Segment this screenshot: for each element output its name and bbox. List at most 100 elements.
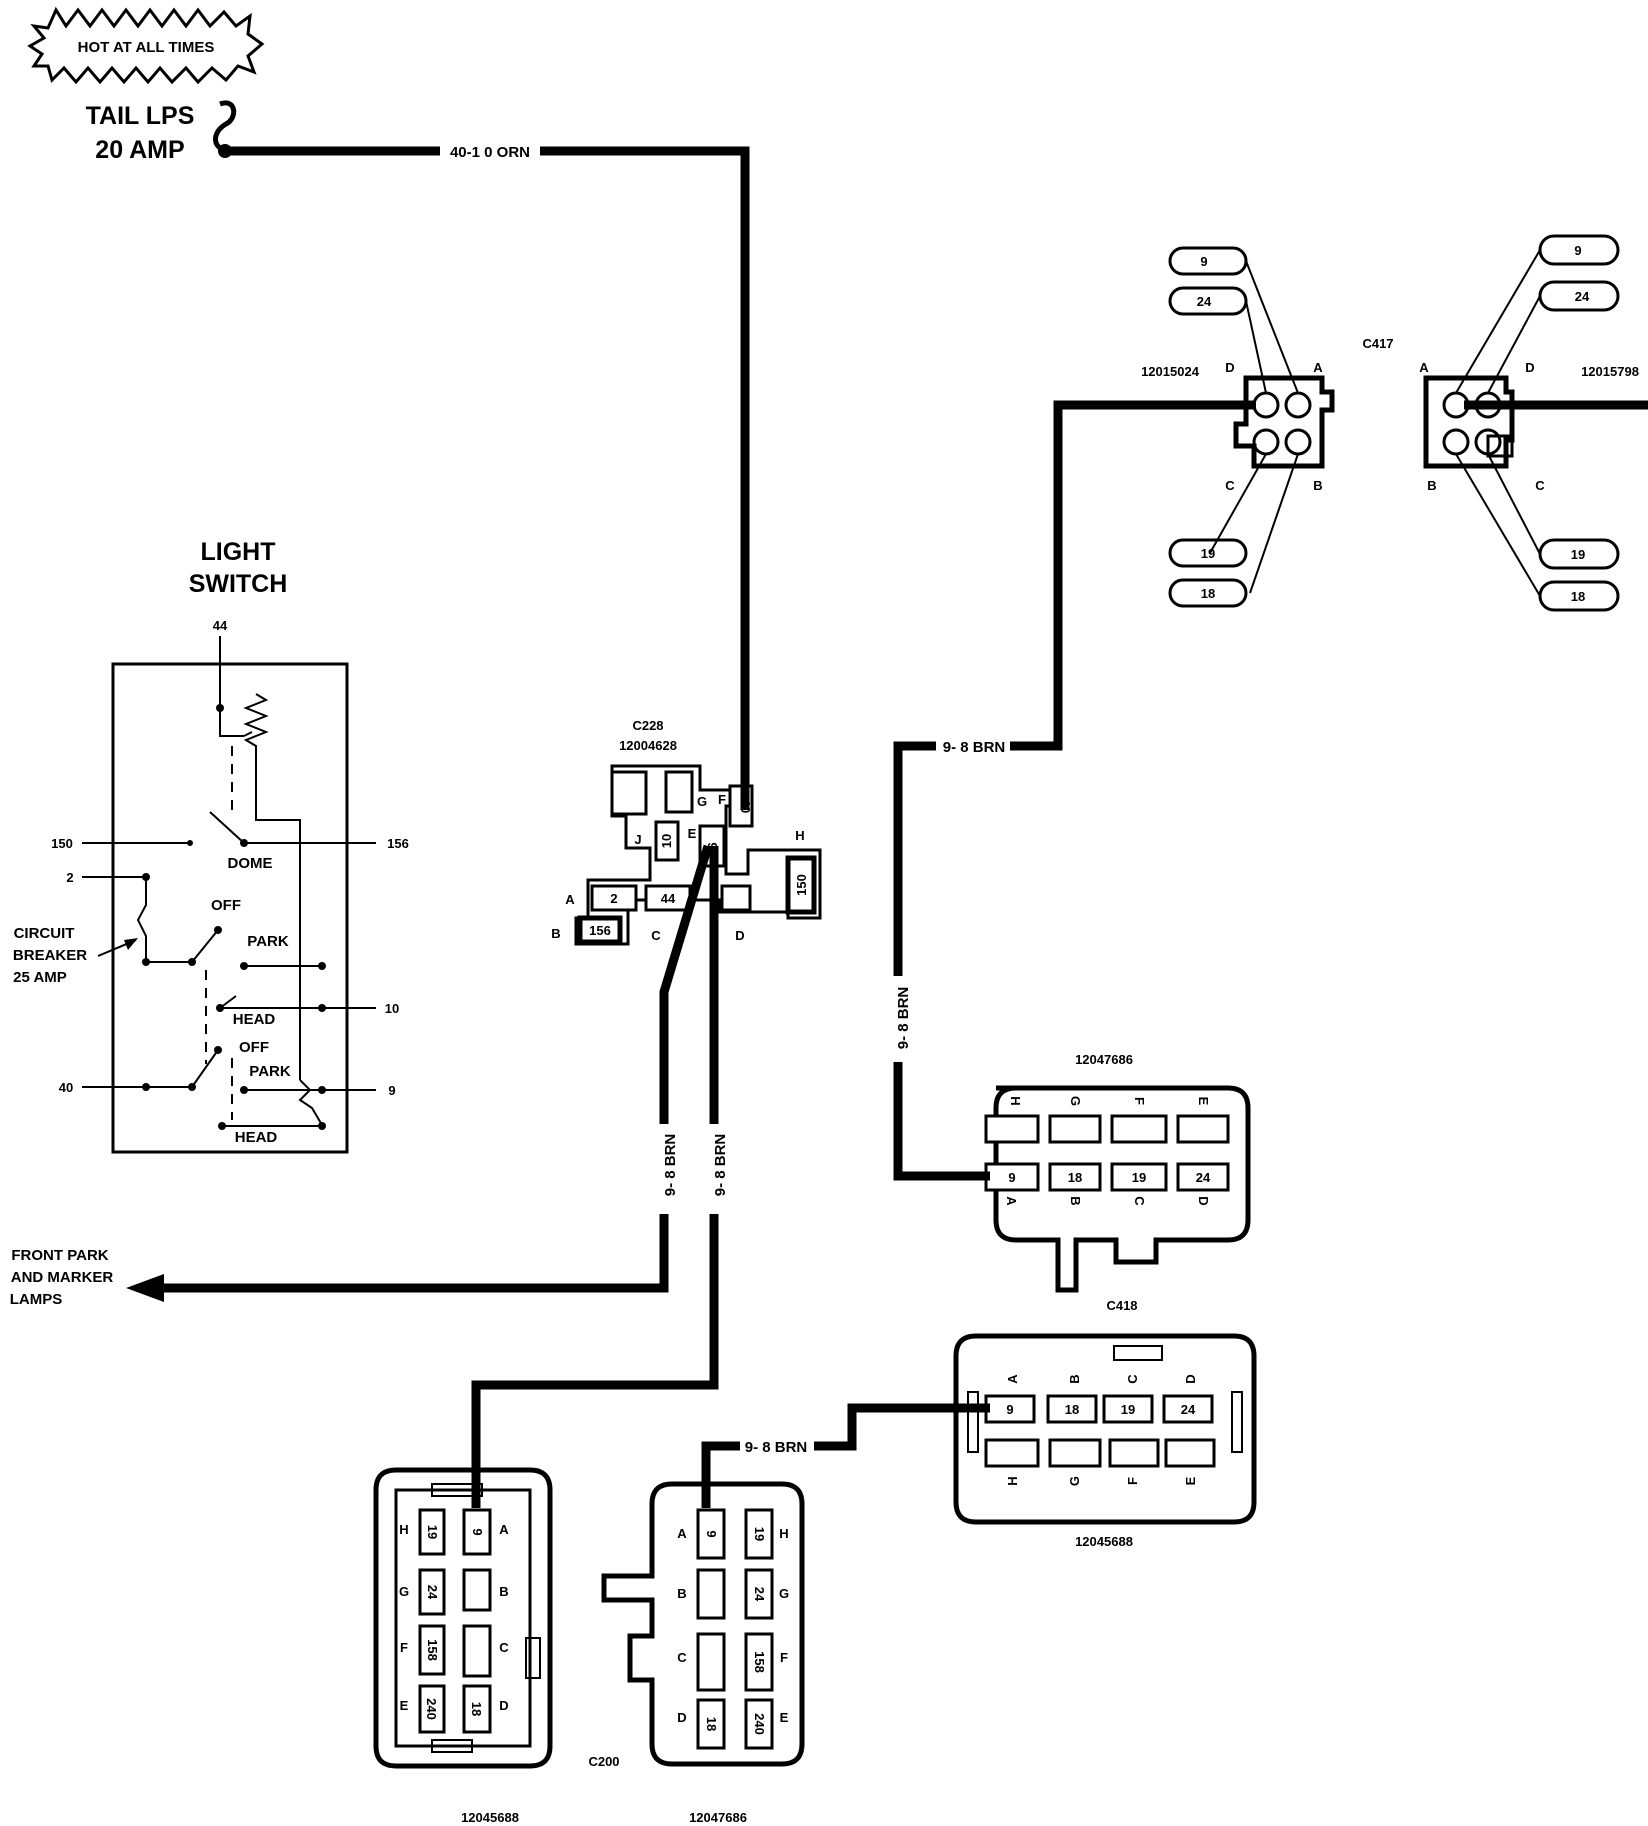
svg-text:D: D (1183, 1374, 1198, 1383)
svg-text:9: 9 (704, 1530, 719, 1537)
light-switch: LIGHT SWITCH 44 150 156 DOME 2 OFF CIRCU… (13, 538, 409, 1154)
switch-term-40: 40 (59, 1080, 73, 1095)
c418-part-top: 12047686 (1075, 1052, 1133, 1067)
svg-text:18: 18 (469, 1702, 484, 1716)
svg-text:G: G (697, 794, 707, 809)
fuse-name: TAIL LPS (86, 102, 195, 130)
switch-term-2: 2 (66, 870, 73, 885)
svg-text:H: H (1005, 1476, 1020, 1485)
svg-text:H: H (1008, 1096, 1023, 1105)
svg-text:9: 9 (1574, 243, 1581, 258)
svg-text:C: C (651, 928, 661, 943)
wire-feed-label-bg (440, 142, 540, 160)
c418-bottom-body (953, 1333, 1257, 1525)
switch-park2-label: PARK (249, 1063, 291, 1080)
svg-text:D: D (677, 1710, 686, 1725)
svg-text:A: A (677, 1526, 687, 1541)
c418-name: C418 (1106, 1298, 1137, 1313)
svg-text:158: 158 (752, 1651, 767, 1673)
svg-text:A: A (1005, 1374, 1020, 1384)
svg-text:19: 19 (1571, 547, 1585, 562)
switch-off2-label: OFF (239, 1039, 269, 1056)
c417-left-part: 12015024 (1141, 364, 1200, 379)
svg-text:B: B (677, 1586, 686, 1601)
wire-feed-orn (225, 146, 750, 810)
wire-brn-label-2: 9- 8 BRN (712, 1134, 729, 1197)
svg-text:D: D (1525, 360, 1534, 375)
svg-text:19: 19 (752, 1527, 767, 1541)
c228-cav-10 (654, 820, 680, 862)
svg-text:D: D (1196, 1196, 1211, 1205)
svg-text:G: G (1068, 1096, 1083, 1106)
circuit-breaker-symbol (136, 877, 147, 962)
connector-c200: H G F E A B C D 19 9 24 158 240 18 12045… (373, 1467, 805, 1825)
svg-text:2: 2 (610, 891, 617, 906)
svg-text:B: B (1067, 1374, 1082, 1383)
svg-text:9: 9 (1200, 254, 1207, 269)
switch-title-line1: LIGHT (201, 538, 276, 566)
switch-housing (111, 662, 349, 1154)
svg-text:C: C (677, 1650, 687, 1665)
switch-term-10: 10 (385, 1001, 399, 1016)
svg-text:E: E (400, 1698, 409, 1713)
svg-text:240: 240 (752, 1713, 767, 1735)
svg-text:G: G (399, 1584, 409, 1599)
svg-text:C: C (499, 1640, 509, 1655)
svg-text:19: 19 (1121, 1402, 1135, 1417)
c200-left-body (373, 1467, 553, 1769)
svg-text:E: E (1183, 1476, 1198, 1485)
svg-text:B: B (1068, 1196, 1083, 1205)
connector-c417: C417 12015024 12015798 D A C B 9 24 19 1… (1141, 234, 1639, 612)
svg-text:158: 158 (425, 1639, 440, 1661)
svg-text:156: 156 (589, 923, 611, 938)
svg-text:H: H (795, 828, 804, 843)
rheostat (219, 693, 301, 1080)
svg-text:A: A (1419, 360, 1429, 375)
wire-brn-label-1: 9- 8 BRN (662, 1134, 679, 1197)
svg-text:A: A (1004, 1196, 1019, 1206)
svg-text:24: 24 (1575, 289, 1590, 304)
svg-text:19: 19 (425, 1525, 440, 1539)
svg-text:44: 44 (661, 891, 676, 906)
c417-right-part: 12015798 (1581, 364, 1639, 379)
c417-name: C417 (1362, 336, 1393, 351)
fuse-block: HOT AT ALL TIMES TAIL LPS 20 AMP (27, 6, 265, 164)
c228-cav-156 (577, 915, 623, 945)
c418-top-body (993, 1085, 1251, 1293)
svg-text:E: E (780, 1710, 789, 1725)
front-lamps-arrow (126, 1274, 164, 1302)
switch-head1-label: HEAD (233, 1011, 276, 1028)
c228-cav-150 (785, 855, 817, 915)
svg-text:J: J (634, 832, 641, 847)
svg-text:A: A (1313, 360, 1323, 375)
svg-text:D: D (499, 1698, 508, 1713)
svg-text:24: 24 (752, 1587, 767, 1602)
c200-right-body (601, 1481, 805, 1767)
svg-text:F: F (1132, 1097, 1147, 1105)
svg-text:G: G (1067, 1476, 1082, 1486)
switch-term-156: 156 (387, 836, 409, 851)
fuse-symbol (213, 100, 237, 153)
svg-text:E: E (688, 826, 697, 841)
svg-text:10: 10 (659, 834, 674, 848)
svg-text:9: 9 (470, 1528, 485, 1535)
c228-cav-2 (590, 884, 638, 912)
svg-text:C: C (1125, 1374, 1140, 1384)
c200-name: C200 (588, 1754, 619, 1769)
svg-text:A: A (499, 1522, 509, 1537)
svg-text:24: 24 (1181, 1402, 1196, 1417)
c228-name: C228 (632, 718, 663, 733)
svg-text:B: B (499, 1584, 508, 1599)
svg-text:9: 9 (1008, 1170, 1015, 1185)
svg-text:24: 24 (1197, 294, 1212, 309)
c200-left-part: 12045688 (461, 1810, 519, 1825)
svg-text:D: D (1225, 360, 1234, 375)
hot-badge-text: HOT AT ALL TIMES (78, 39, 215, 56)
svg-text:18: 18 (1571, 589, 1585, 604)
svg-text:18: 18 (1068, 1170, 1082, 1185)
wire-brn-label-5: 9- 8 BRN (745, 1439, 808, 1456)
svg-text:18: 18 (704, 1717, 719, 1731)
switch-title-line2: SWITCH (189, 570, 288, 598)
svg-text:F: F (780, 1650, 788, 1665)
switch-head2-label: HEAD (235, 1129, 278, 1146)
